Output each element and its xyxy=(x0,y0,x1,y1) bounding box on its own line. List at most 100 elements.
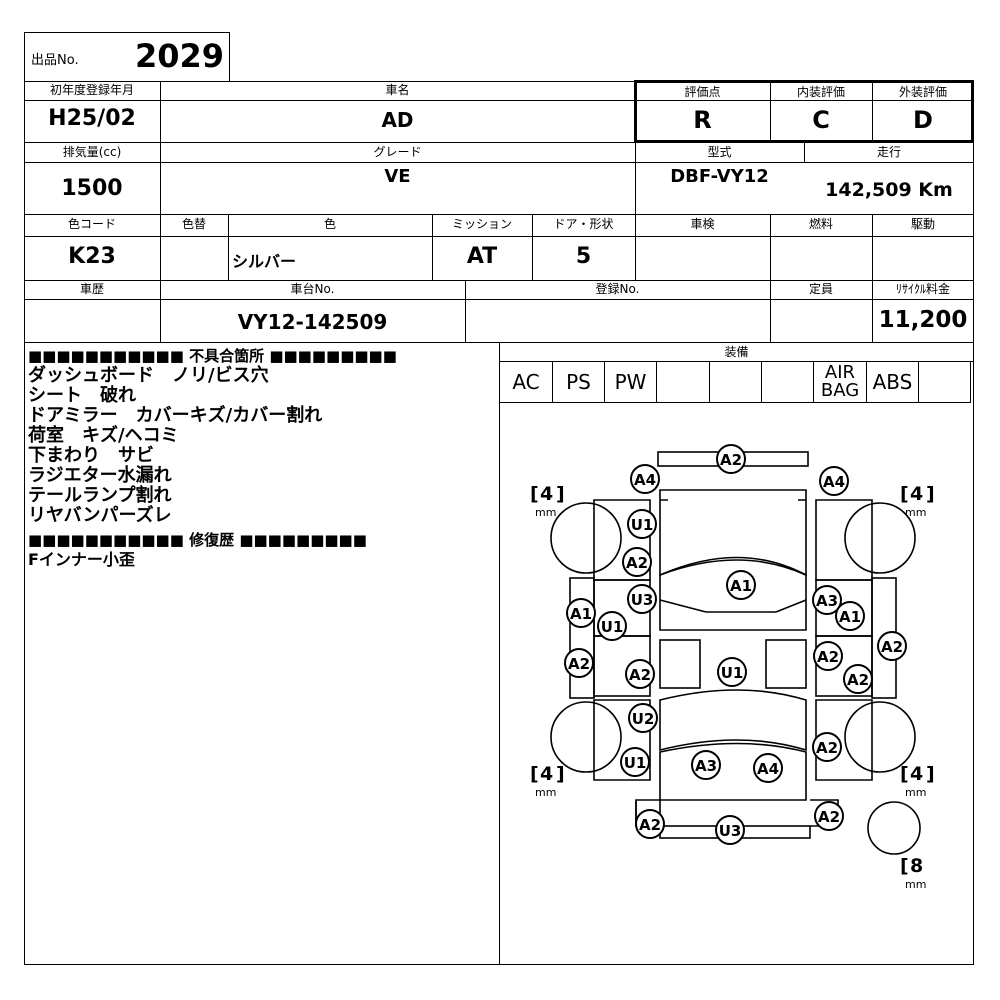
repaint-header: 色替 xyxy=(181,217,206,231)
model-header: 型式 xyxy=(707,145,732,159)
damage-mark-label: U3 xyxy=(631,591,654,609)
damage-mark-circle xyxy=(597,611,627,641)
damage-mark-label: U2 xyxy=(632,710,655,728)
damage-mark-circle xyxy=(843,664,873,694)
damage-mark-label: A2 xyxy=(847,671,869,689)
damage-mark-label: A2 xyxy=(817,648,839,666)
damage-mark-label: A2 xyxy=(818,808,840,826)
interior-header: 内装評価 xyxy=(796,85,845,99)
lot-number: 2029 xyxy=(135,37,225,75)
damage-mark-circle xyxy=(716,444,746,474)
damage-mark-label: A2 xyxy=(568,655,590,673)
defect-item: ラジエター水漏れ xyxy=(28,465,172,486)
car-diagram: [ 4 ] [ 4 ] [ 4 ] [ 4 ] [ 8 mm mm mm mm … xyxy=(530,444,935,891)
tread-unit: mm xyxy=(905,878,926,891)
recycle-value: 11,200 xyxy=(878,307,968,333)
equipment-airbag: AIR BAG xyxy=(814,361,867,403)
defect-item: ダッシュボード ノリ/ビス穴 xyxy=(28,365,269,386)
equipment-slot xyxy=(657,361,710,403)
reg-header: 初年度登録年月 xyxy=(49,83,134,97)
tread-bracket: ] xyxy=(556,763,565,785)
recycle-header: ﾘｻｲｸﾙ料金 xyxy=(895,282,950,296)
inspection-header: 車検 xyxy=(690,217,715,231)
repairs-section: ■■■■■■■■■■■ 修復歴 ■■■■■■■■■ Fインナー小歪 xyxy=(28,530,498,570)
defects-section: ■■■■■■■■■■■ 不具合箇所 ■■■■■■■■■ ダッシュボード ノリ/ビ… xyxy=(28,346,498,526)
tread-unit: mm xyxy=(535,786,556,799)
damage-mark-label: A4 xyxy=(634,471,656,489)
damage-mark-circle xyxy=(814,801,844,831)
interior-value: C xyxy=(812,106,830,134)
tread-rl-value: 4 xyxy=(540,763,553,785)
reg-value: H25/02 xyxy=(48,106,136,131)
damage-mark-label: U1 xyxy=(624,754,647,772)
damage-mark-circle xyxy=(726,570,756,600)
damage-mark-circle xyxy=(564,648,594,678)
equipment-pw: PW xyxy=(605,361,657,403)
damage-mark-label: A1 xyxy=(839,608,861,626)
defect-item: リヤバンパーズレ xyxy=(28,505,172,526)
grade-value: VE xyxy=(384,166,411,187)
damage-mark-label: U1 xyxy=(631,516,654,534)
damage-mark-circle xyxy=(819,466,849,496)
name-value: AD xyxy=(381,108,414,132)
defect-item: シート 破れ xyxy=(28,385,136,406)
color-value: シルバー xyxy=(232,252,297,271)
tread-fl-bracket: [ xyxy=(530,483,539,505)
grade-header: グレード xyxy=(373,145,422,159)
repairs-title: ■■■■■■■■■■■ 修復歴 ■■■■■■■■■ xyxy=(28,531,367,549)
damage-mark-circle xyxy=(625,659,655,689)
tread-fl-value: 4 xyxy=(540,483,553,505)
mileage-value: 142,509 Km xyxy=(825,179,953,201)
equipment-row xyxy=(499,361,971,403)
capacity-header: 定員 xyxy=(808,282,833,296)
mission-value: AT xyxy=(466,244,498,269)
damage-mark-circle xyxy=(622,547,652,577)
tread-bracket: [ xyxy=(530,763,539,785)
score-value: R xyxy=(693,106,712,134)
damage-mark-circle xyxy=(813,641,843,671)
tread-bracket: [ xyxy=(900,763,909,785)
damage-mark-label: A4 xyxy=(823,473,845,491)
fuel-header: 燃料 xyxy=(808,217,833,231)
tread-spare-value: 8 xyxy=(910,855,923,877)
equipment-ps: PS xyxy=(553,361,605,403)
defect-item: 荷室 キズ/ヘコミ xyxy=(28,425,179,446)
damage-mark-label: A3 xyxy=(816,592,838,610)
lot-box: 出品No. 2029 xyxy=(24,32,230,82)
name-header: 車名 xyxy=(385,83,410,97)
damage-mark-label: A2 xyxy=(720,451,742,469)
cc-header: 排気量(cc) xyxy=(62,145,122,159)
cc-value: 1500 xyxy=(61,176,123,201)
damage-mark-circle xyxy=(835,601,865,631)
equipment-slot xyxy=(710,361,762,403)
history-header: 車歴 xyxy=(79,282,104,296)
drive-header: 駆動 xyxy=(910,217,935,231)
tread-bracket: ] xyxy=(926,483,935,505)
color-code-header: 色コード xyxy=(67,217,116,231)
tread-bracket: [ xyxy=(900,855,909,877)
defect-item: 下まわり サビ xyxy=(28,445,154,466)
exterior-value: D xyxy=(913,106,933,134)
damage-mark-circle xyxy=(877,631,907,661)
damage-mark-circle xyxy=(753,753,783,783)
tread-fr-value: 4 xyxy=(910,483,923,505)
damage-mark-label: A2 xyxy=(639,816,661,834)
tread-bracket: ] xyxy=(926,763,935,785)
damage-mark-label: U1 xyxy=(721,664,744,682)
equipment-slot xyxy=(762,361,814,403)
color-header: 色 xyxy=(323,217,336,231)
chassis-value: VY12-142509 xyxy=(237,310,388,334)
damage-mark-label: U3 xyxy=(719,822,742,840)
tread-unit: mm xyxy=(535,506,556,519)
damage-mark-circle xyxy=(691,750,721,780)
damage-mark-label: A1 xyxy=(570,605,592,623)
plate-header: 登録No. xyxy=(595,282,640,296)
equipment-slot xyxy=(919,361,971,403)
damage-mark-label: A4 xyxy=(757,760,779,778)
score-header: 評価点 xyxy=(684,85,721,99)
damage-mark-label: A3 xyxy=(695,757,717,775)
defect-item: ドアミラー カバーキズ/カバー割れ xyxy=(28,405,323,426)
tread-unit: mm xyxy=(905,506,926,519)
damage-mark-circle xyxy=(812,585,842,615)
damage-mark-circle xyxy=(620,747,650,777)
